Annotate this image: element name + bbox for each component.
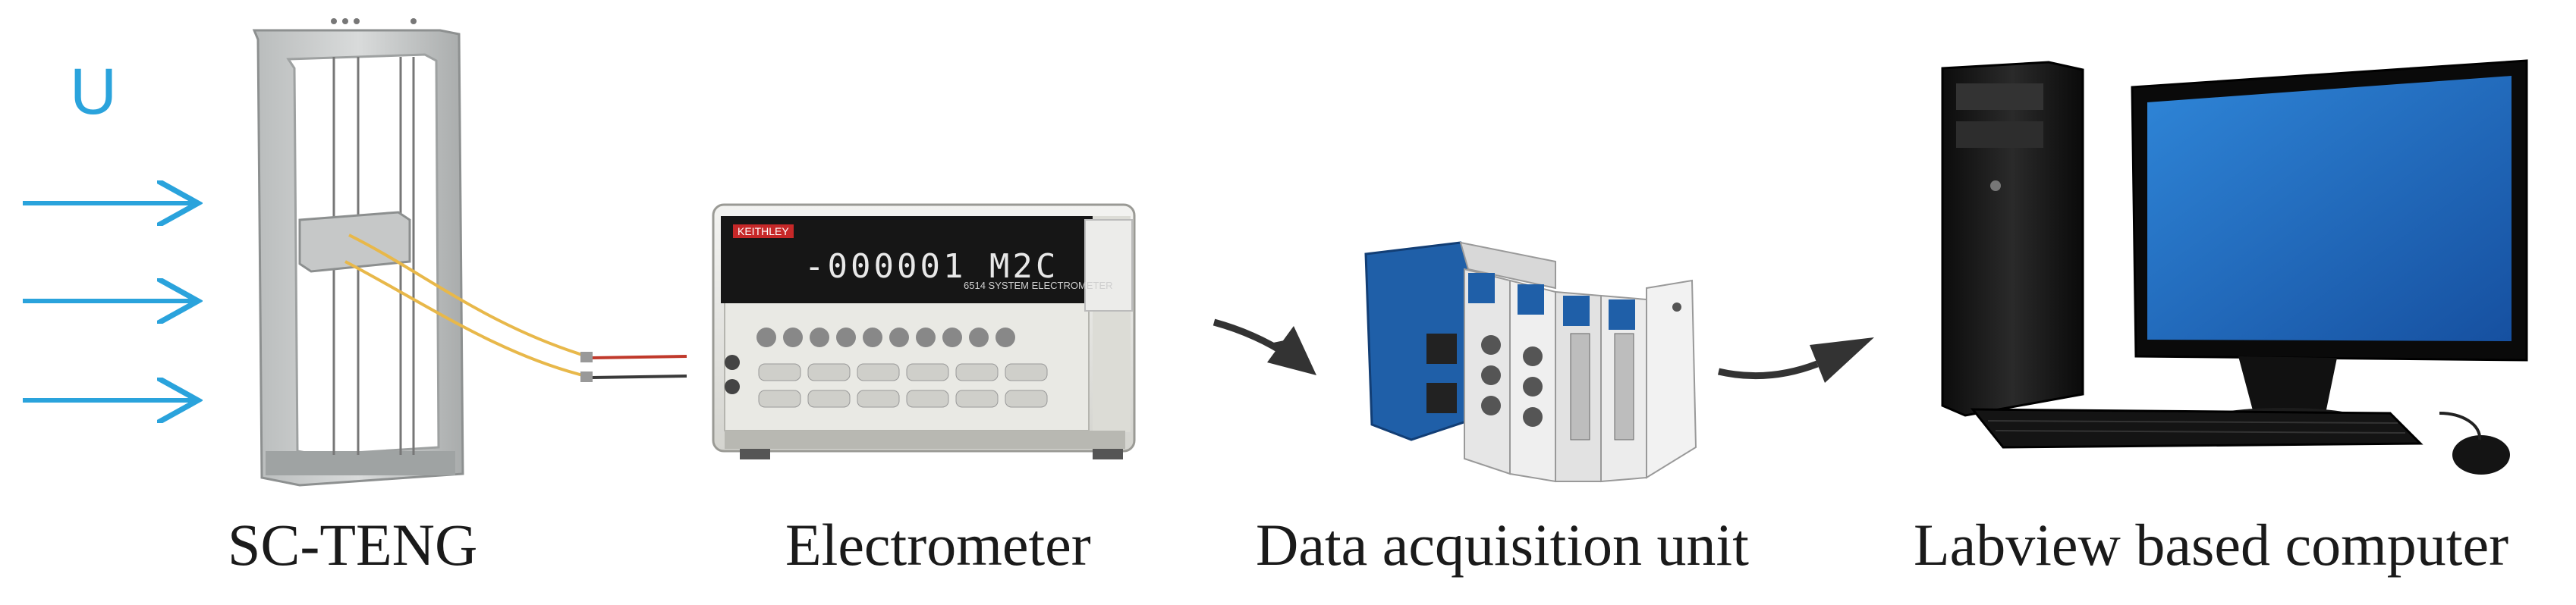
keyboard (1970, 408, 2423, 449)
wind-velocity-label: U (70, 55, 118, 128)
caption-electrometer: Electrometer (785, 512, 1091, 578)
caption-data-acquisition-unit: Data acquisition unit (1256, 512, 1749, 578)
electrometer-device (712, 203, 1136, 459)
electrometer-display-readout: -000001 M2C (804, 247, 1059, 286)
mouse (2452, 435, 2510, 475)
computer-device (1941, 59, 2528, 475)
flow-arrow-daq-to-computer (1717, 337, 1874, 383)
daq-device (1364, 241, 1697, 483)
caption-sc-teng: SC-TENG (228, 512, 478, 578)
daq-chassis-side (1646, 279, 1697, 479)
electrometer-buttons (725, 328, 1048, 408)
flow-arrow-electrometer-to-daq (1213, 318, 1316, 375)
electrometer-model-label: 6514 SYSTEM ELECTROMETER (964, 280, 1113, 291)
sc-teng-device (252, 18, 464, 487)
monitor-screen (2147, 76, 2512, 341)
electrometer-brand-label: KEITHLEY (733, 224, 794, 238)
wind-arrows (23, 203, 193, 400)
teng-wires (344, 234, 687, 382)
computer-tower (1941, 61, 2084, 417)
teng-slider-block (298, 211, 411, 273)
caption-labview-computer: Labview based computer (1914, 512, 2509, 578)
